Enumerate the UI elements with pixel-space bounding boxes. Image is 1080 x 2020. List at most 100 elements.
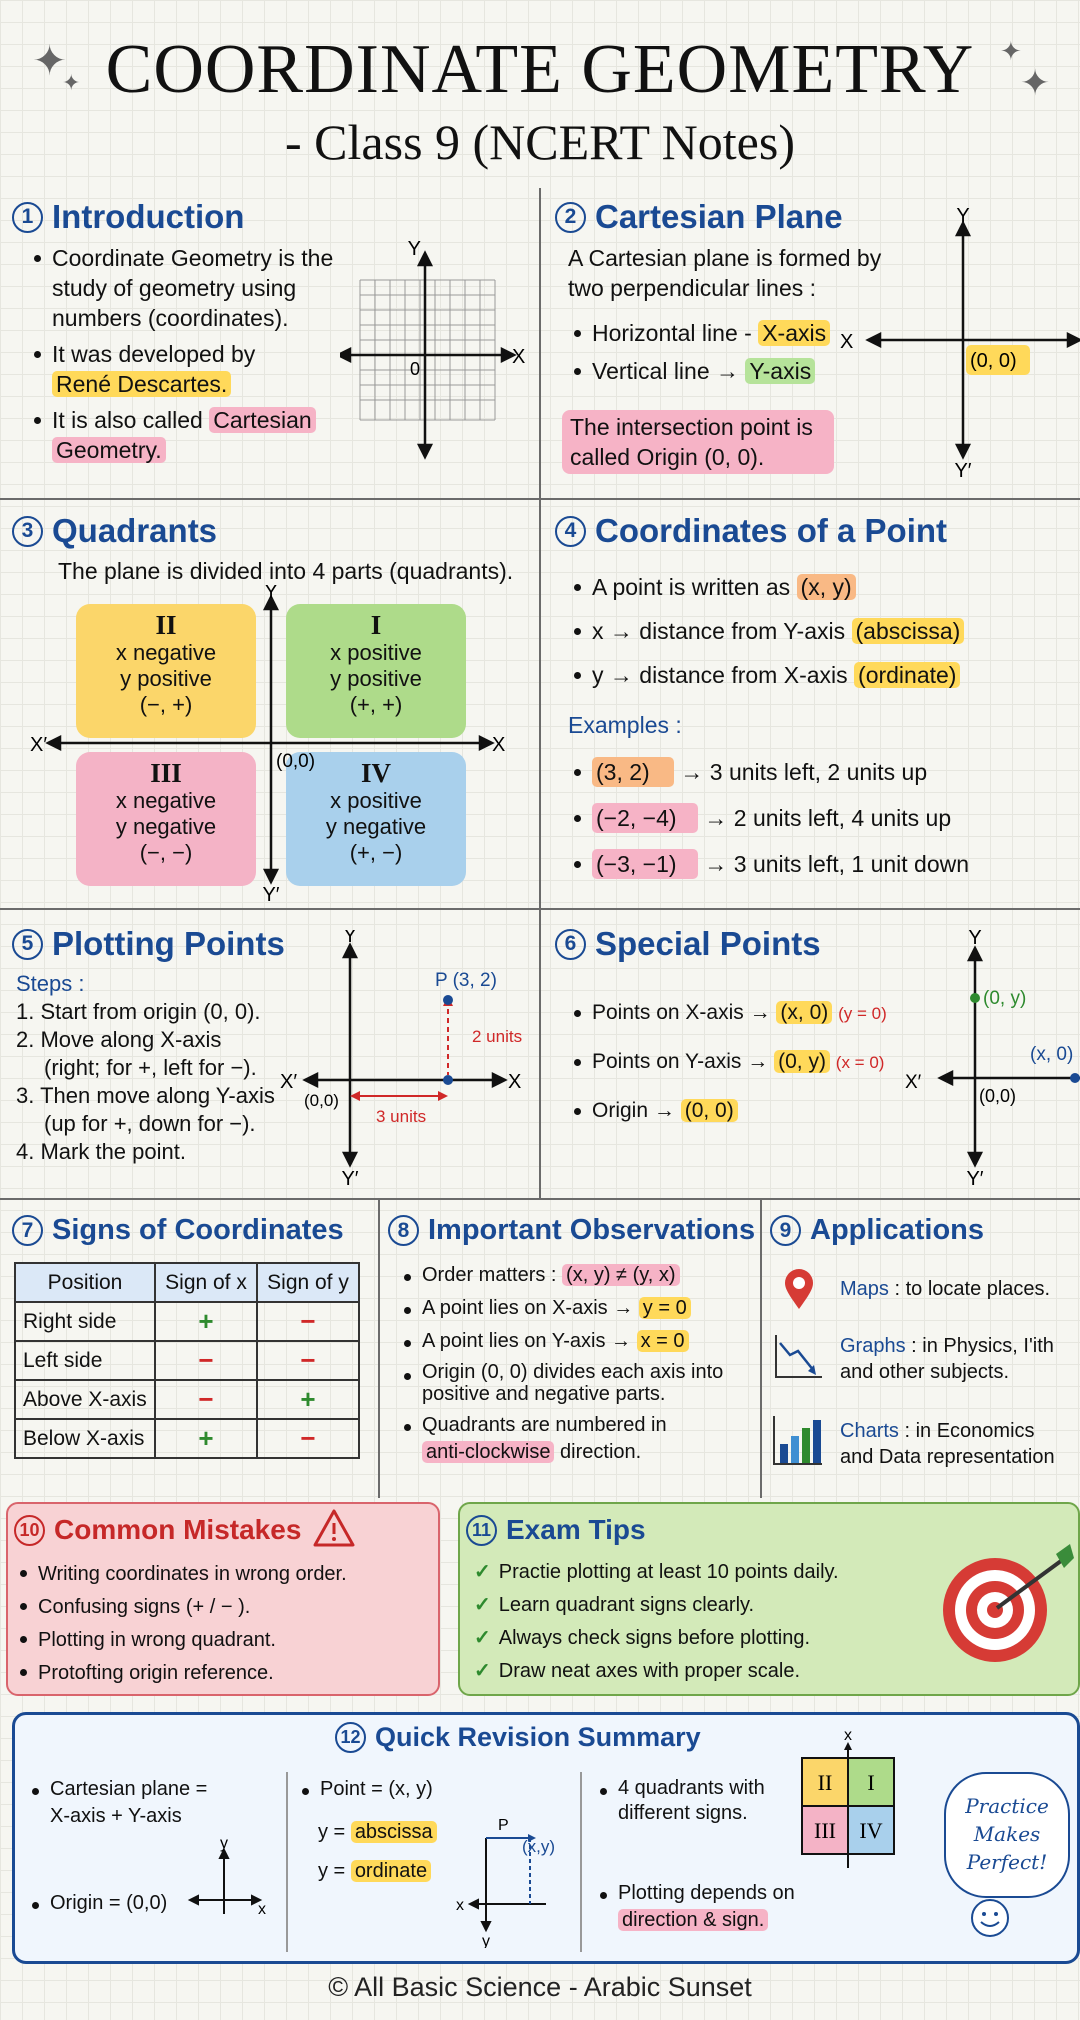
bullet: Origin (0, 0) divides each axis into pos… bbox=[398, 1361, 758, 1405]
sparkle-icon: ✦ bbox=[62, 70, 81, 95]
table-header: Position bbox=[14, 1262, 156, 1303]
special-points-diagram: Y Y′ X′ (0, y) (x, 0) (0,0) bbox=[905, 930, 1080, 1190]
tips-list: ✓Practie plotting at least 10 points dai… bbox=[474, 1556, 894, 1688]
table-row: Right side+− bbox=[14, 1301, 360, 1342]
axis-label: Y′ bbox=[262, 884, 279, 905]
axis-label: Y bbox=[956, 205, 969, 227]
axis-label: X′ bbox=[30, 734, 47, 756]
quadrant-axes: Y Y′ X X′ (0,0) bbox=[30, 585, 505, 905]
list-item: Confusing signs (+ / − ). bbox=[14, 1591, 434, 1624]
list-item: Protofting origin reference. bbox=[14, 1657, 434, 1690]
target-icon bbox=[943, 1544, 1074, 1662]
smiley-icon bbox=[971, 1899, 1009, 1937]
point-label: P (3, 2) bbox=[435, 970, 497, 991]
summary-line: y = abscissa bbox=[296, 1819, 576, 1846]
application-maps: Maps : to locate places. bbox=[840, 1278, 1051, 1300]
signs-table: Position Sign of x Sign of y Right side+… bbox=[14, 1262, 360, 1459]
point-bullets: A point is written as (x, y) x → distanc… bbox=[568, 572, 1068, 690]
table-row: Below X-axis+− bbox=[14, 1418, 360, 1459]
plotting-steps: Steps : 1. Start from origin (0, 0). 2. … bbox=[16, 970, 316, 1166]
point-label: (x, 0) bbox=[1030, 1044, 1073, 1065]
bullet: Cartesian plane =X-axis + Y-axis bbox=[26, 1776, 276, 1830]
origin-label: (0,0) bbox=[304, 1091, 339, 1110]
vertical-distance-label: 2 units bbox=[472, 1027, 522, 1046]
bullet: x → distance from Y-axis (abscissa) bbox=[568, 616, 1068, 646]
common-mistakes-box bbox=[6, 1502, 440, 1696]
steps-label: Steps : bbox=[16, 971, 85, 996]
quadrant-label: III bbox=[814, 1818, 836, 1843]
axis-label: Y′ bbox=[966, 1168, 983, 1190]
page-subtitle: - Class 9 (NCERT Notes) bbox=[285, 114, 795, 170]
summary-col-3: 4 quadrants with different signs. bbox=[594, 1776, 794, 1826]
check-icon: ✓ bbox=[474, 1594, 491, 1616]
list-item: ✓Always check signs before plotting. bbox=[474, 1627, 811, 1649]
bullet: Point = (x, y) bbox=[296, 1776, 576, 1803]
table-row: Above X-axis−+ bbox=[14, 1379, 360, 1420]
horizontal-distance-label: 3 units bbox=[376, 1107, 426, 1126]
example-item: (−2, −4) → 2 units left, 4 units up bbox=[568, 803, 1068, 833]
point-label: (x,y) bbox=[522, 1837, 555, 1856]
bullet: Origin → (0, 0) bbox=[568, 1096, 928, 1126]
divider bbox=[0, 498, 1080, 500]
axis-label: y bbox=[220, 1838, 228, 1852]
point-label: (0, y) bbox=[983, 988, 1026, 1009]
axis-label: Y bbox=[408, 238, 421, 260]
axis-label: X bbox=[512, 346, 525, 368]
sparkle-icon: ✦ bbox=[1020, 62, 1051, 103]
list-item: Plotting in wrong quadrant. bbox=[14, 1624, 434, 1657]
check-icon: ✓ bbox=[474, 1561, 491, 1583]
step: (right; for +, left for −). bbox=[44, 1055, 257, 1080]
quadrant-grid-diagram: x II I III IV bbox=[801, 1728, 895, 1868]
origin-label: (0,0) bbox=[276, 751, 315, 772]
step: (up for +, down for −). bbox=[44, 1111, 256, 1136]
step: 4. Mark the point. bbox=[16, 1139, 186, 1164]
axis-label: X bbox=[492, 734, 505, 756]
table-row: Left side−− bbox=[14, 1340, 360, 1381]
bullet: Horizontal line - X-axis bbox=[568, 318, 898, 348]
special-points-list: Points on X-axis → (x, 0) (y = 0) Points… bbox=[568, 998, 928, 1126]
cartesian-axes-diagram: Y Y′ X (0, 0) bbox=[840, 205, 1080, 482]
check-icon: ✓ bbox=[474, 1660, 491, 1682]
divider bbox=[286, 1772, 288, 1952]
axis-label: X bbox=[508, 1071, 521, 1093]
divider bbox=[378, 1200, 380, 1498]
cartesian-intro: A Cartesian plane is formed by two perpe… bbox=[568, 245, 882, 301]
origin-label: 0 bbox=[410, 359, 420, 379]
sparkle-icon: ✦ bbox=[1000, 36, 1022, 66]
graph-icon bbox=[775, 1335, 822, 1378]
quadrants-intro: The plane is divided into 4 parts (quadr… bbox=[58, 558, 514, 584]
axis-label: X bbox=[840, 331, 853, 353]
bullet: Points on Y-axis → (0, y) (x = 0) bbox=[568, 1047, 928, 1078]
intro-bullets: Coordinate Geometry is the study of geom… bbox=[28, 243, 358, 465]
axis-label: Y bbox=[264, 585, 277, 603]
point-label: P bbox=[498, 1817, 509, 1834]
cartesian-bullets: Horizontal line - X-axis Vertical line →… bbox=[568, 318, 898, 386]
list-item: ✓Practie plotting at least 10 points dai… bbox=[474, 1561, 839, 1583]
origin-label: (0, 0) bbox=[970, 350, 1017, 372]
list-item: ✓Draw neat axes with proper scale. bbox=[474, 1660, 801, 1682]
quadrant-label: IV bbox=[859, 1818, 882, 1843]
check-icon: ✓ bbox=[474, 1627, 491, 1649]
summary-col-1: Cartesian plane =X-axis + Y-axis bbox=[26, 1776, 276, 1830]
bullet: Coordinate Geometry is the study of geom… bbox=[28, 243, 358, 333]
axis-label: x bbox=[844, 1728, 852, 1744]
bullet: Order matters : (x, y) ≠ (y, x) bbox=[398, 1262, 758, 1288]
list-item: ✓Learn quadrant signs clearly. bbox=[474, 1594, 755, 1616]
axis-label: Y′ bbox=[341, 1168, 358, 1190]
list-item: Writing coordinates in wrong order. bbox=[14, 1558, 434, 1591]
origin-note: The intersection point is called Origin … bbox=[562, 410, 834, 474]
bullet: y → distance from X-axis (ordinate) bbox=[568, 660, 1068, 690]
